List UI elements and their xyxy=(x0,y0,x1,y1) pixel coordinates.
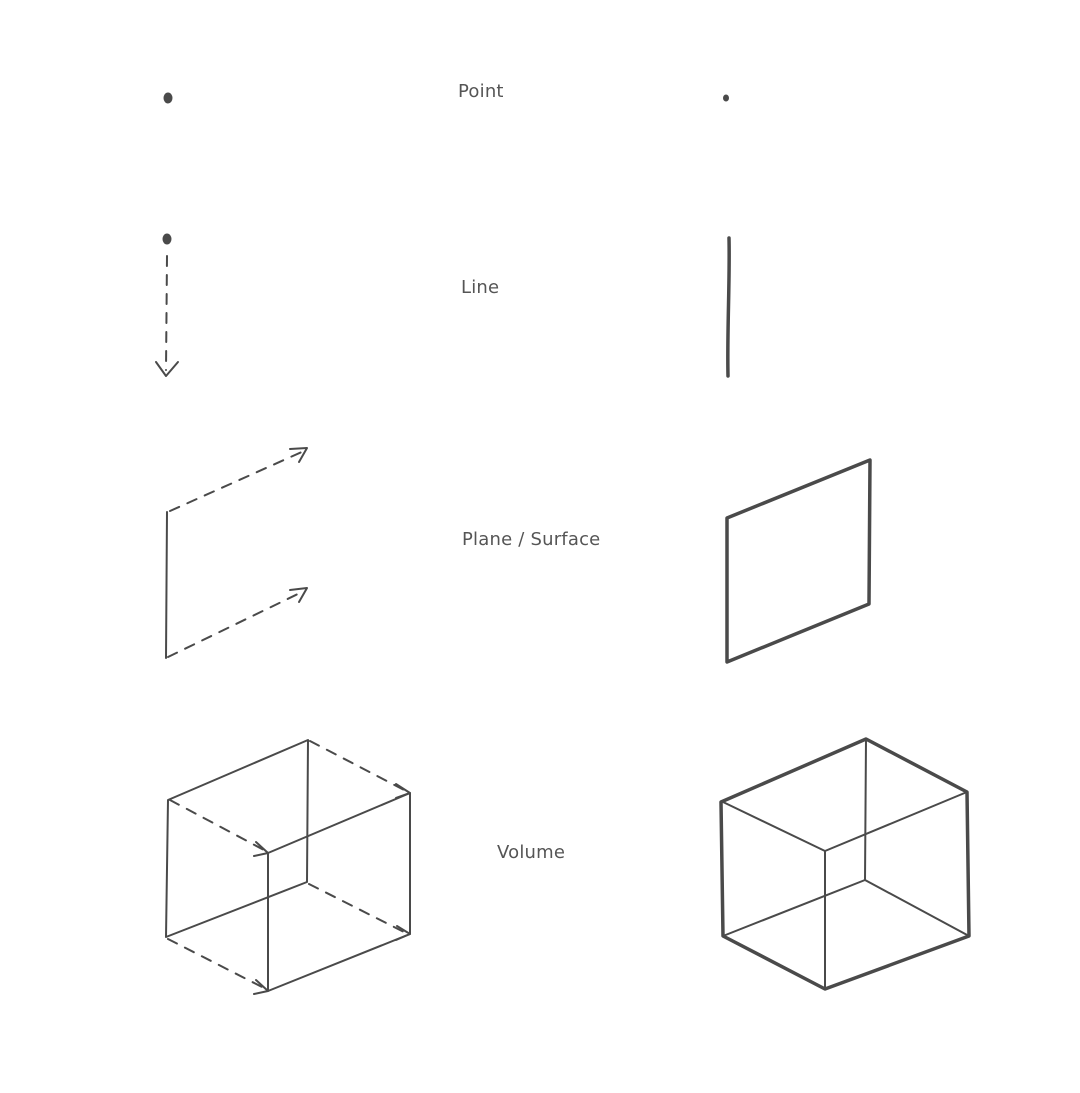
volume-motion-back-face xyxy=(165,739,309,938)
point-result-dot xyxy=(723,94,729,102)
line-label: Line xyxy=(461,277,500,298)
plane-motion-top-dashed-path xyxy=(169,450,305,512)
plane-motion-top-arrowhead xyxy=(289,447,308,463)
volume-result-front-top-edge xyxy=(722,791,968,852)
volume-label: Volume xyxy=(497,842,566,863)
line-motion-arrowhead xyxy=(155,361,179,377)
line-motion-dashed-path xyxy=(165,255,168,371)
volume-motion-path-a xyxy=(169,799,265,851)
volume-motion-arrowhead-c xyxy=(395,925,411,941)
volume-motion-arrowhead-d xyxy=(253,979,269,995)
volume-motion-arrowhead-a xyxy=(253,841,269,857)
volume-result-outline xyxy=(719,737,971,991)
plane-motion-diagram xyxy=(165,447,308,659)
point-label: Point xyxy=(458,81,504,102)
volume-motion-arrowhead-b xyxy=(395,783,411,799)
volume-motion-diagram xyxy=(165,739,411,995)
volume-result-hidden-vertical-edge xyxy=(864,738,867,881)
plane-motion-base-line xyxy=(165,511,168,659)
volume-motion-path-b xyxy=(309,740,407,792)
volume-motion-path-c xyxy=(308,883,407,934)
plane-surface-label: Plane / Surface xyxy=(462,529,601,550)
line-result-stroke xyxy=(726,236,731,378)
plane-motion-bottom-dashed-path xyxy=(167,590,305,658)
plane-result-shape xyxy=(725,458,872,664)
volume-result-cube xyxy=(719,737,971,991)
line-start-dot xyxy=(162,233,172,245)
volume-motion-path-d xyxy=(167,938,265,989)
volume-motion-front-face xyxy=(267,792,411,992)
plane-motion-bottom-arrowhead xyxy=(289,587,308,603)
volume-result-hidden-right-edge xyxy=(864,879,970,937)
volume-result-hidden-left-edge xyxy=(722,879,866,937)
line-motion-diagram xyxy=(155,233,179,377)
point-motion-dot xyxy=(163,92,173,104)
